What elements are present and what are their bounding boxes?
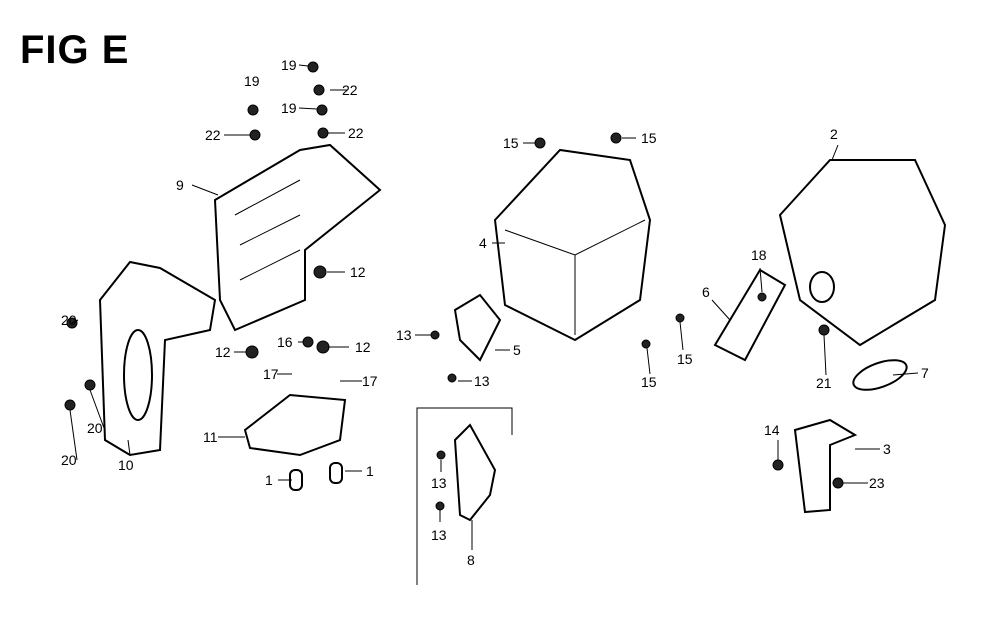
callout-22: 22 (348, 125, 364, 141)
callout-18: 18 (751, 247, 767, 263)
callout-15: 15 (641, 374, 657, 390)
part-10-opening (123, 329, 153, 421)
callout-19: 19 (281, 100, 297, 116)
callout-13: 13 (431, 475, 447, 491)
callout-1: 1 (265, 472, 273, 488)
callout-12: 12 (215, 344, 231, 360)
part-4-cover (493, 148, 652, 342)
callout-7: 7 (921, 365, 929, 381)
part-2-outlet (809, 271, 835, 303)
callout-12: 12 (350, 264, 366, 280)
callout-17: 17 (362, 373, 378, 389)
callout-6: 6 (702, 284, 710, 300)
callout-4: 4 (479, 235, 487, 251)
part-10-bracket (98, 260, 217, 457)
part-8-shield (453, 423, 497, 522)
callout-2: 2 (830, 126, 838, 142)
part-1-collar (329, 462, 343, 484)
callout-10: 10 (118, 457, 134, 473)
callout-8: 8 (467, 552, 475, 568)
callout-15: 15 (503, 135, 519, 151)
callout-15: 15 (677, 351, 693, 367)
callout-22: 22 (205, 127, 221, 143)
callout-21: 21 (816, 375, 832, 391)
callout-19: 19 (281, 57, 297, 73)
callout-13: 13 (474, 373, 490, 389)
part-11-plate (243, 393, 347, 457)
callout-15: 15 (641, 130, 657, 146)
callout-20: 20 (61, 312, 77, 328)
callout-11: 11 (203, 429, 218, 445)
callout-14: 14 (764, 422, 780, 438)
callout-1: 1 (366, 463, 374, 479)
callout-20: 20 (87, 420, 103, 436)
part-6-screen (713, 268, 787, 362)
callout-17: 17 (263, 366, 279, 382)
callout-12: 12 (355, 339, 371, 355)
callout-5: 5 (513, 342, 521, 358)
callout-13: 13 (396, 327, 412, 343)
part-3-bracket (793, 418, 858, 514)
callout-16: 16 (277, 334, 293, 350)
callout-23: 23 (869, 475, 885, 491)
leader-lines (69, 64, 919, 550)
inset-frame (416, 407, 513, 585)
callout-20: 20 (61, 452, 77, 468)
callout-22: 22 (342, 82, 358, 98)
figure-title: FIG E (20, 28, 130, 72)
callout-9: 9 (176, 177, 184, 193)
part-7-gasket (852, 359, 908, 391)
part-5-cap (453, 293, 502, 362)
part-2-tank (778, 159, 947, 347)
callout-19: 19 (244, 73, 260, 89)
callout-13: 13 (431, 527, 447, 543)
part-9-manifold (213, 143, 382, 332)
callout-3: 3 (883, 441, 891, 457)
